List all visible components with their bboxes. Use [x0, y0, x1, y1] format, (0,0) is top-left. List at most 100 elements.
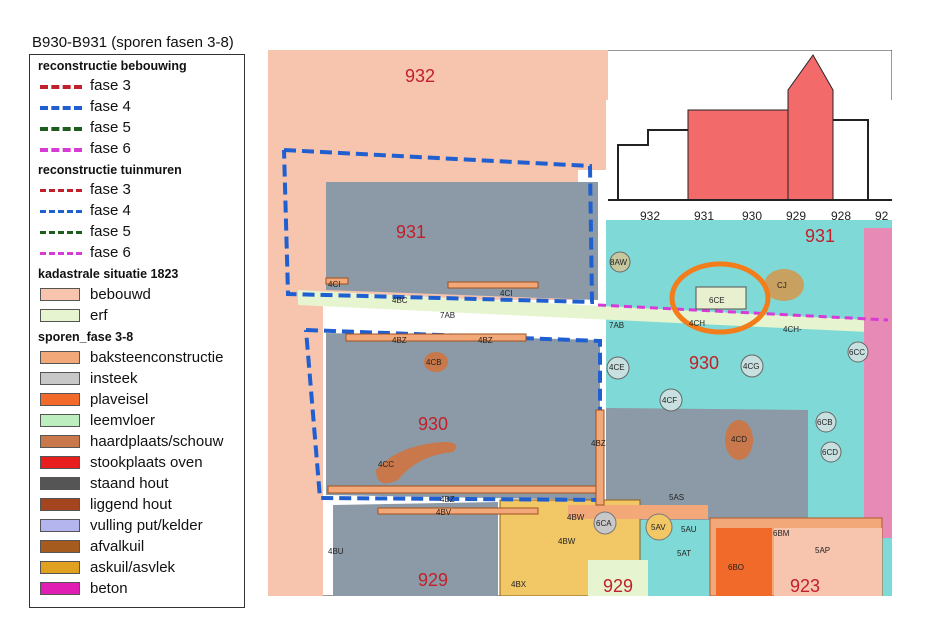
swatch: [40, 288, 80, 301]
inset-red-house: [687, 109, 789, 201]
swatch: [40, 435, 80, 448]
feature-label: 4CI: [328, 280, 340, 289]
feature-label: 4CD: [731, 435, 747, 444]
map-title: B930-B931 (sporen fasen 3-8): [32, 34, 234, 51]
site-map: 932 931 930 929 923 931 930 929 932 931 …: [268, 50, 892, 596]
parcel-label: 929: [418, 570, 448, 590]
parcel-923-inner: [774, 528, 882, 596]
swatch: [40, 414, 80, 427]
feature-label: 5AU: [681, 525, 697, 534]
legend-item: fase 4: [38, 201, 243, 221]
feature-label: 4CH-: [783, 325, 802, 334]
wall-4BZ-bottom: [327, 485, 599, 494]
feature-circle-6CA: [593, 511, 617, 535]
legend-item: fase 3: [38, 76, 243, 96]
feature-label: 5AP: [815, 546, 830, 555]
legend-item: fase 5: [38, 222, 243, 242]
legend-item: bebouwd: [38, 285, 243, 305]
feature-label: 4CE: [609, 363, 625, 372]
beton-strip: [864, 228, 892, 538]
insteek-930: [326, 333, 600, 500]
dotted-line-icon: [40, 252, 82, 255]
feature-label: 4BZ: [478, 336, 493, 345]
feature-label: 6BO: [728, 563, 744, 572]
feature-label: 4BX: [511, 580, 527, 589]
feature-label: 7AB: [440, 311, 455, 320]
feature-label: 8AW: [610, 258, 627, 267]
swatch: [40, 519, 80, 532]
wall-4BV: [377, 507, 539, 515]
feature-label: 5AV: [651, 523, 666, 532]
swatch: [40, 456, 80, 469]
feature-circle-4CF: [659, 388, 683, 412]
feature-label: 4CC: [378, 460, 394, 469]
feature-label: 4CG: [743, 362, 759, 371]
legend-item: fase 5: [38, 118, 243, 138]
parcel-label: 932: [405, 66, 435, 86]
legend-item: liggend hout: [38, 495, 243, 515]
parcel-label: 930: [418, 414, 448, 434]
feature-label: 4BZ: [392, 336, 407, 345]
dashed-line-icon: [40, 127, 82, 131]
feature-label: 6CC: [849, 348, 865, 357]
blob-4CC: [376, 442, 457, 484]
parcel-label: 929: [603, 576, 633, 596]
wall-4BZ-right: [595, 409, 605, 506]
dashed-line-icon: [40, 106, 82, 110]
feature-label: 4CB: [426, 358, 442, 367]
highlight-circle: [669, 261, 771, 335]
legend-item: afvalkuil: [38, 537, 243, 557]
inset-label: 932: [640, 209, 660, 223]
swatch: [40, 561, 80, 574]
feature-label: 6CE: [709, 296, 725, 305]
fase4-outline-931: [282, 148, 595, 305]
feature-label: 4CH: [689, 319, 705, 328]
feature-label: 4BC: [392, 296, 408, 305]
legend-item: leemvloer: [38, 411, 243, 431]
feature-label: 6CB: [817, 418, 833, 427]
dotted-line-icon: [40, 210, 82, 213]
green-strip: [298, 290, 868, 332]
blob-CJ: [764, 269, 804, 301]
swatch: [40, 393, 80, 406]
feature-label: CJ: [777, 281, 787, 290]
feature-circle-5AV: [645, 513, 673, 541]
swatch: [40, 498, 80, 511]
legend-item: askuil/asvlek: [38, 558, 243, 578]
wall-5AS: [568, 505, 708, 519]
wall-4CI: [325, 277, 349, 285]
legend-item: baksteenconstructie: [38, 348, 243, 368]
blob-4CD: [725, 420, 753, 460]
inset-label: 928: [831, 209, 851, 223]
wall-4CI-2: [447, 281, 539, 289]
swatch: [40, 372, 80, 385]
feature-label: 4BW: [558, 537, 576, 546]
parcel-label: 931: [805, 226, 835, 246]
dashed-line-icon: [40, 148, 82, 152]
feature-label: 6CA: [596, 519, 612, 528]
feature-label: 6BM: [773, 529, 790, 538]
legend-item: fase 6: [38, 243, 243, 263]
insteek-right: [606, 408, 808, 520]
feature-label: 4BV: [436, 508, 452, 517]
parcel-932-area: [268, 50, 608, 150]
legend: reconstructie bebouwing fase 3 fase 4 fa…: [29, 54, 245, 608]
swatch: [40, 351, 80, 364]
dotted-line-icon: [40, 189, 82, 192]
feature-circle-4CG: [740, 354, 764, 378]
feature-label: 4BU: [328, 547, 344, 556]
feature-label: 5AT: [677, 549, 691, 558]
parcel-label: 923: [790, 576, 820, 596]
swatch: [40, 477, 80, 490]
parcel-label: 931: [396, 222, 426, 242]
dotted-line-icon: [40, 231, 82, 234]
legend-item: beton: [38, 579, 243, 599]
legend-item: fase 3: [38, 180, 243, 200]
feature-label: 4BZ: [591, 439, 606, 448]
feature-label: 4BZ: [440, 495, 455, 504]
legend-item: erf: [38, 306, 243, 326]
feature-label: 5AS: [669, 493, 684, 502]
swatch: [40, 309, 80, 322]
legend-item: stookplaats oven: [38, 453, 243, 473]
legend-item: staand hout: [38, 474, 243, 494]
